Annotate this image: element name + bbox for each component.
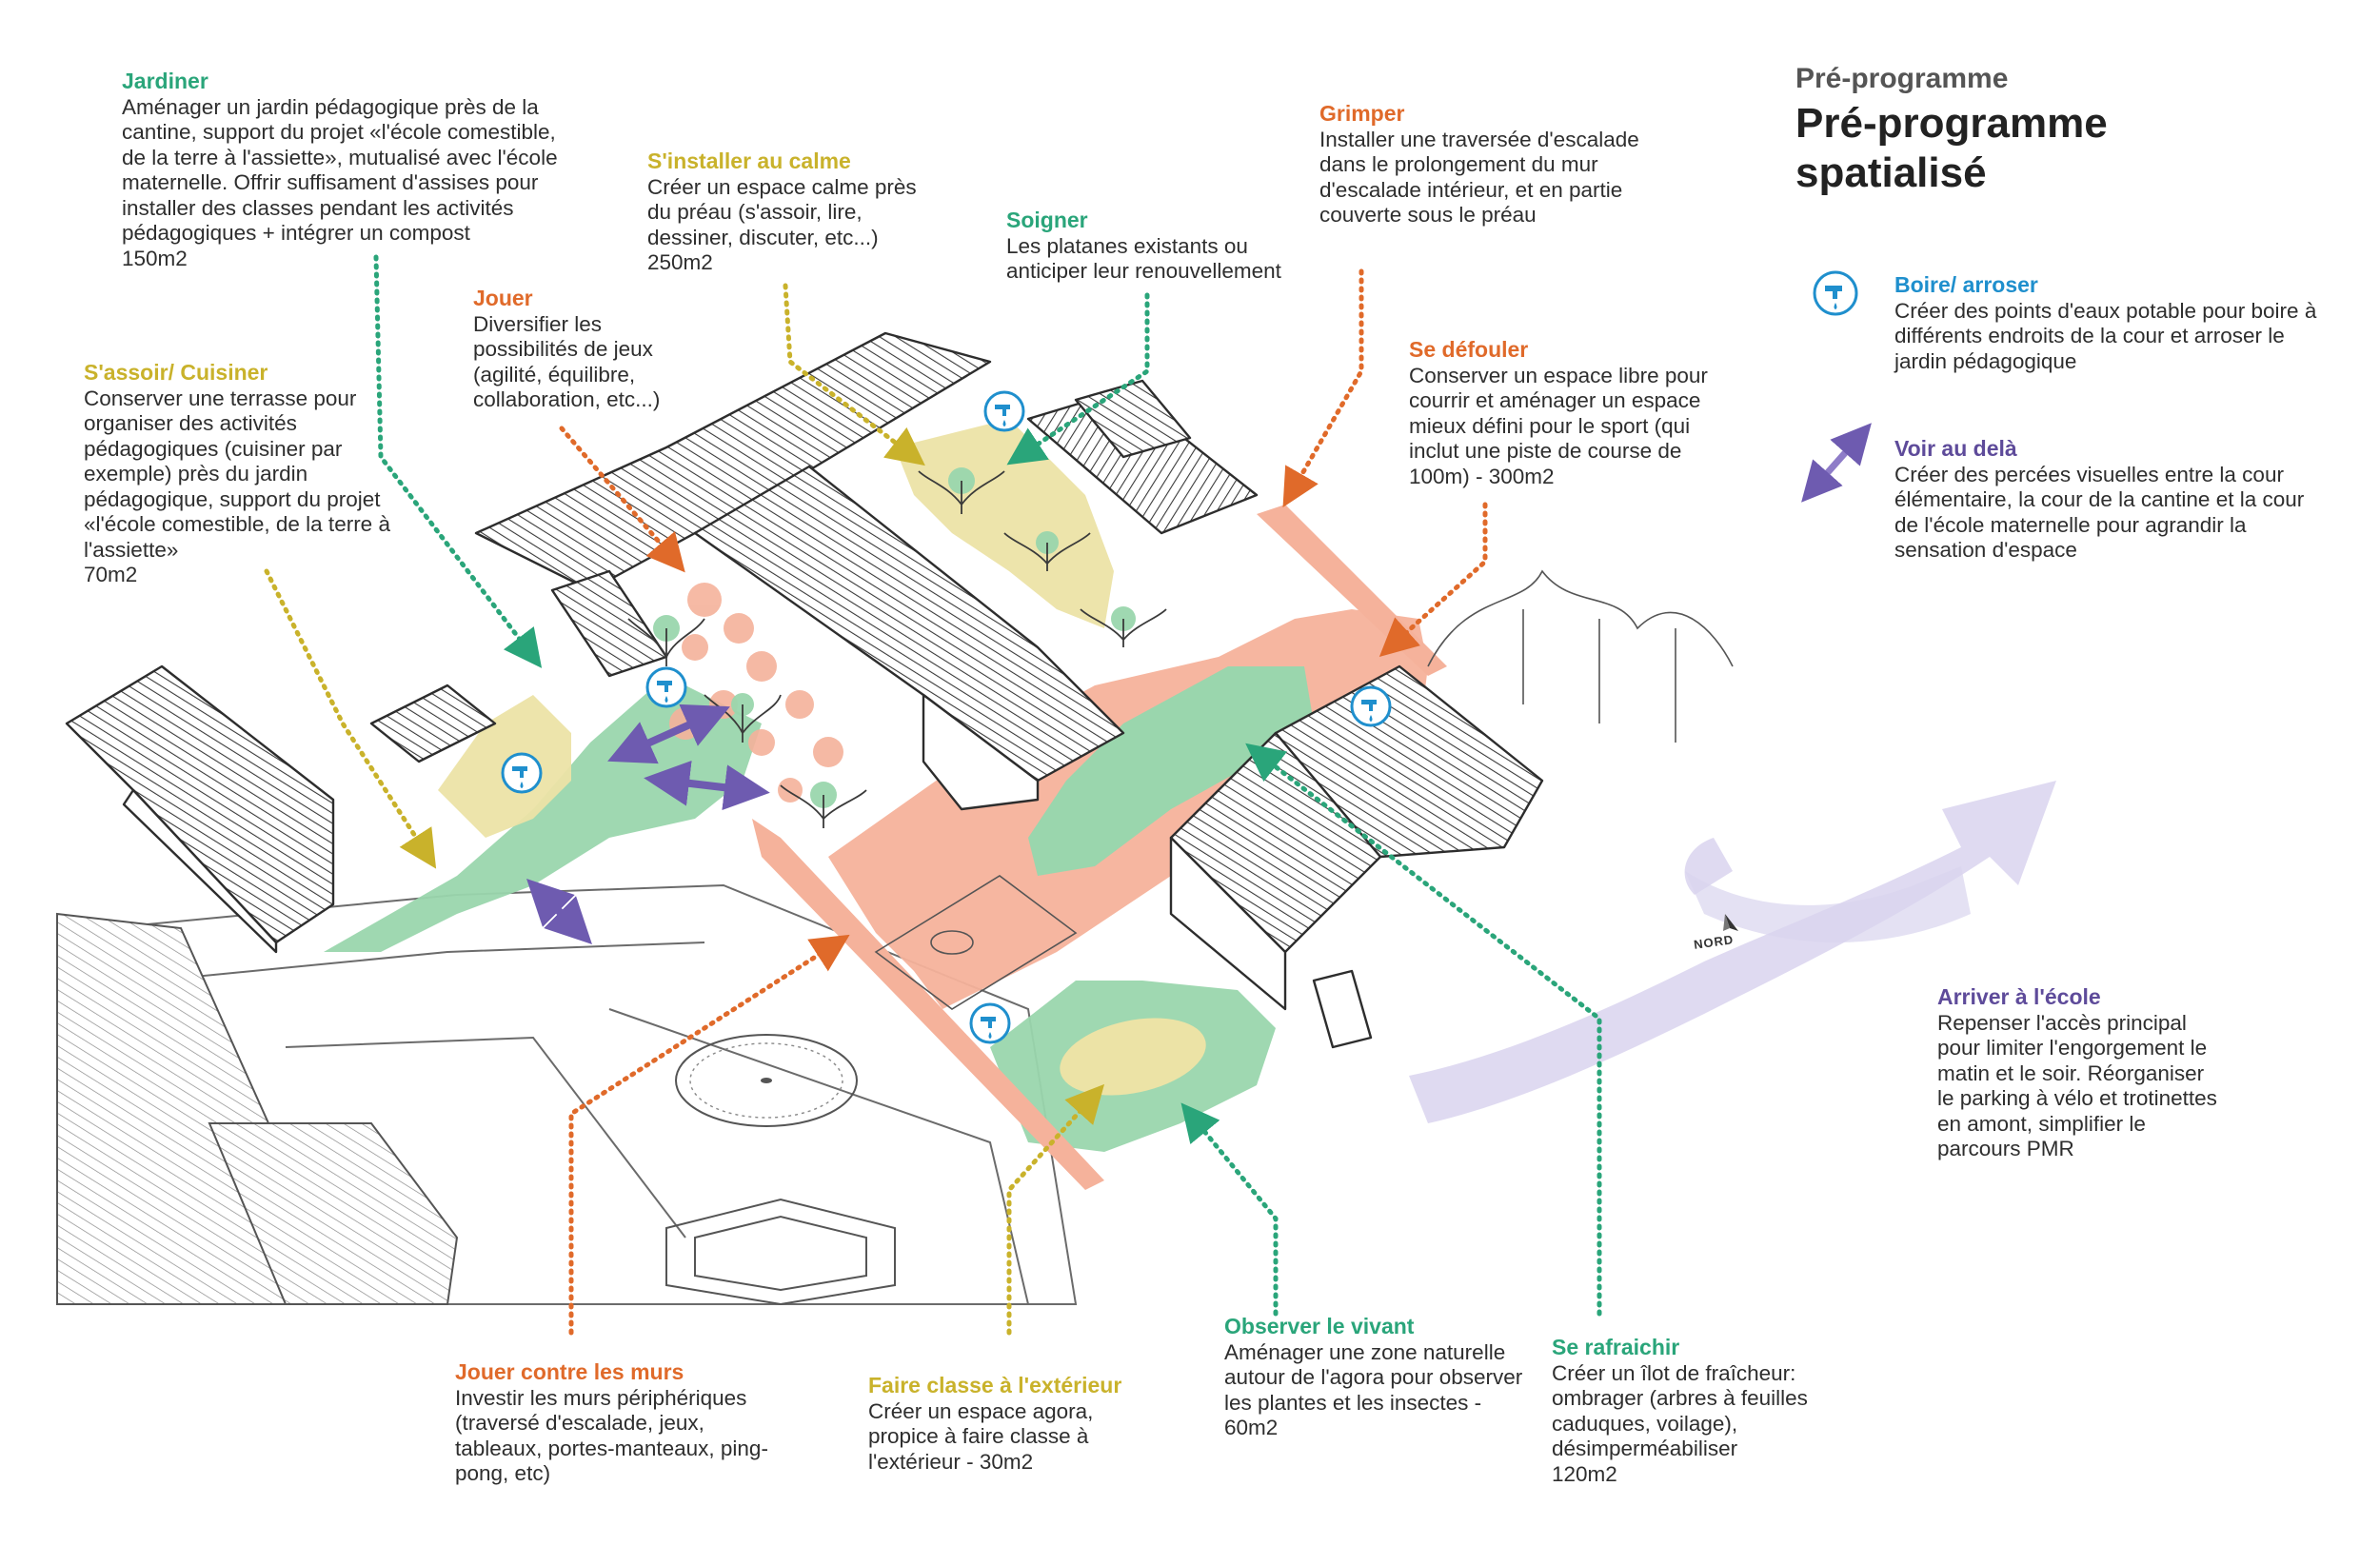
legend-water-tap-icon [1813,270,1858,316]
leader-jouer-murs [568,934,850,1336]
water-tap-icon [645,666,687,708]
annotation-body: Diversifier les possibilités de jeux (ag… [473,311,661,412]
water-points [501,390,1392,1044]
leader-soigner [1006,292,1150,466]
legend-item-view: Voir au delà Créer des percées visuelles… [1894,436,2332,564]
annotation-title: Soigner [1006,208,1088,232]
water-tap-icon [983,390,1025,432]
annotation-se-defouler: Se défouler Conserver un espace libre po… [1409,337,1723,489]
north-arrow-icon [1723,914,1738,931]
annotation-title: Se rafraichir [1552,1335,1680,1359]
plane-trees [627,470,1167,828]
leader-sinstaller [783,283,925,466]
calm-yellow-zone [895,419,1114,628]
view-arrows [526,704,770,944]
annotation-body: Conserver un espace libre pour courrir e… [1409,363,1708,488]
annotation-body: Les platanes existants ou anticiper leur… [1006,233,1281,284]
annotation-faire-classe: Faire classe à l'extérieur Créer un espa… [868,1373,1154,1475]
annotation-jardiner: Jardiner Aménager un jardin pédagogique … [122,69,579,271]
annotation-body: Installer une traversée d'escalade dans … [1319,127,1639,228]
annotation-soigner: Soigner Les platanes existants ou antici… [1006,208,1311,285]
annotation-body: Aménager une zone naturelle autour de l'… [1224,1339,1523,1440]
water-tap-icon [1350,685,1392,727]
legend-double-arrow-icon [1801,423,1872,503]
annotation-title: Jardiner [122,69,208,93]
annotation-title: Observer le vivant [1224,1314,1415,1338]
legend-view-title: Voir au delà [1894,436,2017,461]
legend-water-body: Créer des points d'eaux potable pour boi… [1894,298,2317,373]
annotation-title: Jouer [473,286,533,310]
annotation-arriver: Arriver à l'école Repenser l'accès princ… [1937,984,2223,1162]
annotation-sassoir-cuisiner: S'assoir/ Cuisiner Conserver une terrass… [84,360,390,588]
water-tap-icon [501,752,543,794]
annotation-body: Conserver une terrasse pour organiser de… [84,386,390,587]
legend-item-water: Boire/ arroser Créer des points d'eaux p… [1894,272,2332,374]
page-title: Pré-programme spatialisé [1795,100,2108,196]
legend-water-title: Boire/ arroser [1894,272,2038,297]
annotation-title: Grimper [1319,101,1405,126]
annotation-leaders [264,254,1602,1336]
annotation-title: Faire classe à l'extérieur [868,1373,1122,1397]
annotation-body: Aménager un jardin pédagogique près de l… [122,94,558,270]
annotation-jouer-murs: Jouer contre les murs Investir les murs … [455,1359,779,1487]
annotation-observer: Observer le vivant Aménager une zone nat… [1224,1314,1529,1441]
leader-grimper [1282,268,1364,507]
annotation-title: S'assoir/ Cuisiner [84,360,268,385]
annotation-jouer: Jouer Diversifier les possibilités de je… [473,286,692,413]
annotation-title: S'installer au calme [647,149,851,173]
wall-strip-left [752,819,1104,1190]
annotation-title: Arriver à l'école [1937,984,2101,1009]
annotation-se-rafraichir: Se rafraichir Créer un îlot de fraîcheur… [1552,1335,1866,1487]
school-buildings [65,331,1544,1049]
leader-sassoir [264,568,437,869]
water-tap-icon [969,1002,1011,1044]
annotation-body: Investir les murs périphériques (travers… [455,1385,768,1486]
arrival-flow-upper [1685,866,1971,942]
leader-rafraichir [1245,743,1602,1317]
annotation-grimper: Grimper Installer une traversée d'escala… [1319,101,1643,228]
leader-jouer [559,426,685,573]
annotation-title: Jouer contre les murs [455,1359,684,1384]
annotation-sinstaller: S'installer au calme Créer un espace cal… [647,149,933,276]
neighbouring-buildings [56,912,459,1305]
agora-yellow-zone [1060,1018,1206,1096]
round-plaza [675,1034,858,1127]
arrival-flow-shape [1409,781,2056,1123]
leader-jardiner [373,254,543,668]
forest-sketch [1427,569,1734,743]
leader-observer [1180,1102,1279,1317]
hexagonal-square [665,1198,896,1306]
pitch-green-zone [1028,666,1314,876]
annotation-title: Se défouler [1409,337,1529,362]
leader-defouler [1378,502,1488,658]
kicker: Pré-programme [1795,63,2009,94]
annotation-body: Repenser l'accès principal pour limiter … [1937,1010,2217,1161]
annotation-body: Créer un espace agora, propice à faire c… [868,1398,1094,1474]
annotation-body: Créer un espace calme près du préau (s'a… [647,174,917,275]
annotation-body: Créer un îlot de fraîcheur: ombrager (ar… [1552,1360,1808,1486]
pitch-lines [874,875,1078,1010]
legend-view-body: Créer des percées visuelles entre la cou… [1894,462,2305,563]
